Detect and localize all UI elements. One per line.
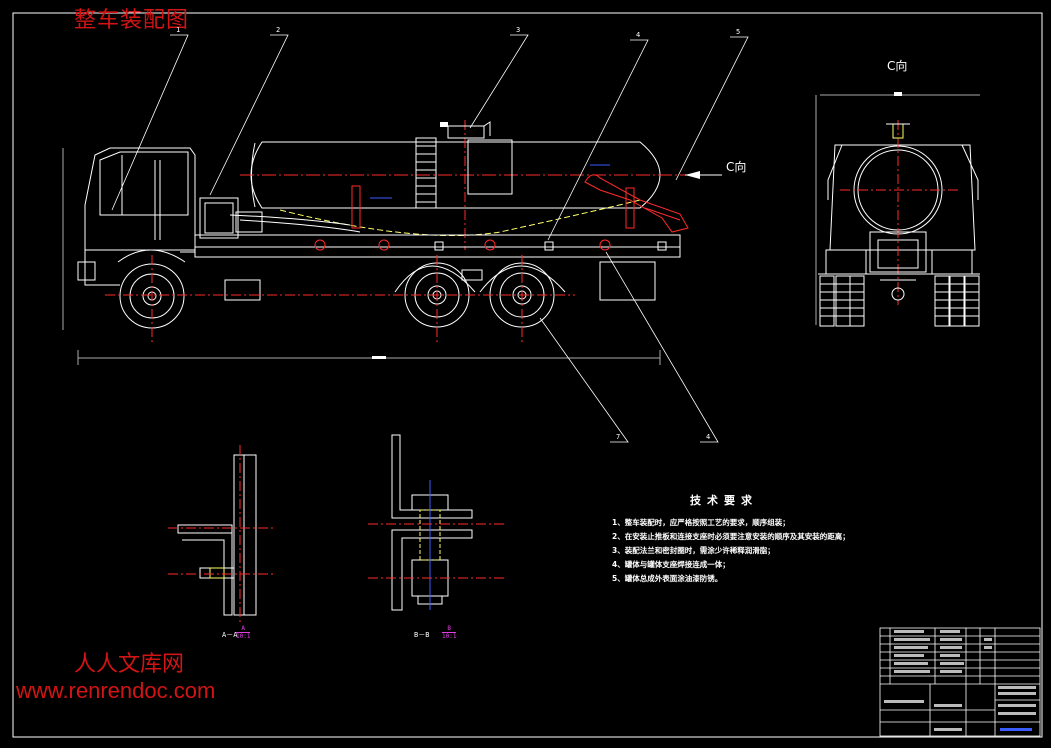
rear-view — [815, 92, 980, 327]
scale-b-ratio: 10:1 — [442, 632, 457, 640]
callout-1: 1 — [176, 26, 181, 34]
section-b-label: B－B — [414, 631, 430, 639]
watermark-site-cn: 人人文库网 — [74, 652, 185, 677]
section-a-detail — [168, 445, 275, 625]
tech-requirement-item: 2、在安装止推板和连接支座时必须要注意安装的顺序及其安装的距离； — [612, 532, 850, 541]
tech-requirements-list: 1、整车装配时，应严格按照工艺的要求，顺序组装； 2、在安装止推板和连接支座时必… — [612, 516, 850, 586]
callout-4: 4 — [636, 31, 641, 39]
section-a-label: A－A — [222, 631, 238, 639]
tech-requirement-item: 3、装配法兰和密封圈时，需涂少许稀释润滑脂； — [612, 546, 775, 555]
tech-requirement-item: 5、罐体总成外表面涂油漆防锈。 — [612, 574, 723, 583]
callout-7: 7 — [616, 433, 621, 441]
scale-a: A 10:1 — [236, 625, 251, 640]
callout-3: 3 — [516, 26, 521, 34]
view-c-arrow-label: C向 — [726, 160, 747, 174]
sheet-border — [12, 12, 1043, 738]
truck-side-view — [62, 120, 690, 365]
title-block — [879, 627, 1041, 737]
scale-a-ratio: 10:1 — [236, 632, 251, 640]
watermark-title: 整车装配图 — [74, 8, 190, 33]
watermark-site-url[interactable]: www.renrendoc.com — [16, 678, 216, 703]
leader-lines — [111, 34, 749, 443]
callout-4b: 4 — [706, 433, 711, 441]
callout-5: 5 — [736, 28, 741, 36]
tech-requirement-item: 4、罐体与罐体支座焊接连成一体； — [612, 560, 730, 569]
tech-requirement-item: 1、整车装配时，应严格按照工艺的要求，顺序组装； — [612, 518, 790, 527]
callout-2: 2 — [276, 26, 281, 34]
scale-b: B 10:1 — [442, 625, 457, 640]
rear-tires — [819, 275, 980, 327]
view-c-arrow — [685, 171, 722, 179]
title-block-fills — [884, 630, 1036, 731]
scale-a-letter: A — [241, 625, 246, 632]
view-c-label: C向 — [887, 59, 908, 73]
scale-b-letter: B — [447, 625, 452, 632]
section-b-detail — [368, 434, 505, 611]
tech-requirements-title: 技术要求 — [690, 494, 758, 507]
